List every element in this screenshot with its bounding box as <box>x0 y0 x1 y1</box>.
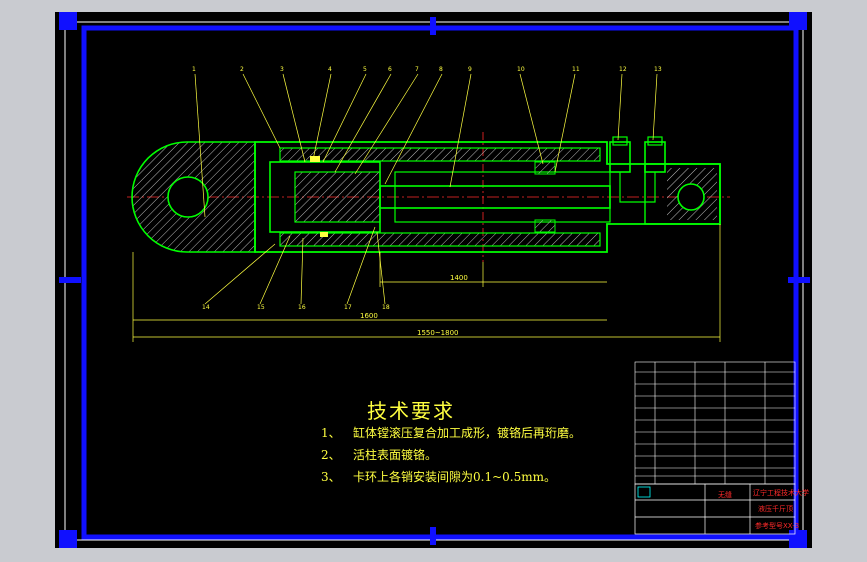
requirement-2: 2、活柱表面镀铬。 <box>321 448 438 462</box>
mid-grip-right <box>788 277 810 283</box>
barrel-wall-bottom <box>279 232 601 247</box>
balloon-label: 3 <box>280 66 284 73</box>
seal-mark <box>320 232 328 237</box>
balloon-label: 5 <box>363 66 367 73</box>
assembly-drawing <box>59 12 810 548</box>
title-block-school: 辽宁工程技术大学 <box>753 489 809 497</box>
grip-br <box>789 530 807 548</box>
dimension-inner: 1400 <box>450 274 468 282</box>
technical-requirements-title: 技术要求 <box>367 399 455 423</box>
inner-frame <box>81 25 799 540</box>
mid-grip-left <box>59 277 81 283</box>
valve-2-cap <box>647 136 663 146</box>
right-eye-hole <box>677 183 705 211</box>
balloon-label: 9 <box>468 66 472 73</box>
balloon-label: 16 <box>298 304 306 311</box>
balloon-label: 7 <box>415 66 419 73</box>
piston-core <box>294 171 381 223</box>
balloon-label: 11 <box>572 66 580 73</box>
mid-grip-bottom <box>430 527 436 545</box>
seal-mark <box>310 156 320 162</box>
balloon-label: 18 <box>382 304 390 311</box>
gland-bottom <box>534 219 556 233</box>
gland-top <box>534 161 556 175</box>
dimension-overall: 1550~1800 <box>417 329 459 337</box>
balloon-label: 2 <box>240 66 244 73</box>
dimension-middle: 1600 <box>360 312 378 320</box>
valve-2 <box>644 141 666 173</box>
dimension-lines <box>132 224 721 342</box>
balloon-label: 14 <box>202 304 210 311</box>
leaders-top <box>194 73 658 218</box>
barrel-wall-top <box>279 147 601 162</box>
valve-1-cap <box>612 136 628 146</box>
balloon-label: 13 <box>654 66 662 73</box>
balloon-label: 12 <box>619 66 627 73</box>
balloon-label: 6 <box>388 66 392 73</box>
title-block <box>634 483 796 535</box>
requirement-1: 1、缸体镗滚压复合加工成形，镀铬后再珩磨。 <box>321 426 582 440</box>
grip-tr <box>789 12 807 30</box>
oil-passage <box>619 172 656 203</box>
parts-list <box>634 361 796 485</box>
left-eye-hole <box>167 176 209 218</box>
balloon-label: 1 <box>192 66 196 73</box>
grip-bl <box>59 530 77 548</box>
balloon-label: 8 <box>439 66 443 73</box>
inner-tube <box>394 171 611 223</box>
title-block-material: 无缝 <box>718 491 732 499</box>
balloon-label: 17 <box>344 304 352 311</box>
requirement-3: 3、卡环上各销安装间隙为0.1~0.5mm。 <box>321 470 556 484</box>
grip-tl <box>59 12 77 30</box>
title-block-drawing-no: 参考型号XX-3 <box>755 522 800 530</box>
balloon-label: 15 <box>257 304 265 311</box>
mid-grip-top <box>430 17 436 35</box>
balloon-label: 4 <box>328 66 332 73</box>
leaders-bottom <box>204 226 386 305</box>
title-block-subject: 液压千斤顶 <box>758 505 793 513</box>
valve-1 <box>609 141 631 173</box>
balloon-label: 10 <box>517 66 525 73</box>
